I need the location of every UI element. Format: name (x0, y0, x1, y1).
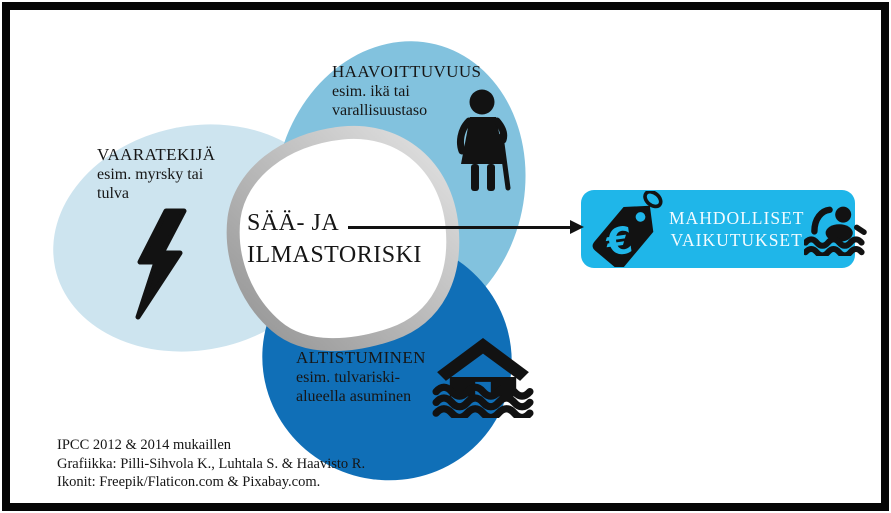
center-title-line-1: SÄÄ- JA (247, 210, 340, 236)
diagram-stage: VAARATEKIJÄ esim. myrsky tai tulva HAAVO… (10, 10, 881, 510)
vulnerability-desc-1: esim. ikä tai (332, 83, 410, 100)
impacts-box: € MAHDOLLISET VAIKUTUKSET (581, 190, 868, 268)
exposure-label: ALTISTUMINEN esim. tulvariski- alueella … (296, 348, 426, 406)
credit-graphics: Grafiikka: Pilli-Sihvola K., Luhtala S. … (57, 455, 366, 472)
credit-icons: Ikonit: Freepik/Flaticon.com & Pixabay.c… (57, 474, 321, 490)
credit-source: IPCC 2012 & 2014 mukaillen (57, 437, 231, 453)
vulnerability-title: HAAVOITTUVUUS (332, 62, 482, 81)
vulnerability-label: HAAVOITTUVUUS esim. ikä tai varallisuust… (332, 62, 481, 120)
center-blob (226, 125, 460, 352)
hazard-title: VAARATEKIJÄ (97, 145, 216, 164)
impacts-line-1: MAHDOLLISET (669, 208, 805, 228)
arrow-shaft (348, 226, 574, 229)
exposure-desc-1: esim. tulvariski- (296, 369, 400, 386)
hazard-label: VAARATEKIJÄ esim. myrsky tai tulva (97, 145, 215, 203)
lightning-bolt-icon (135, 208, 187, 320)
euro-price-tag-icon: € (592, 191, 663, 267)
impacts-line-2: VAIKUTUKSET (670, 230, 803, 250)
vulnerability-desc-2: varallisuustaso (332, 102, 428, 119)
impacts-text: MAHDOLLISET VAIKUTUKSET (669, 207, 804, 251)
hazard-desc-1: esim. myrsky tai (97, 166, 204, 183)
elderly-person-icon (457, 89, 511, 191)
arrowhead-icon (570, 220, 584, 234)
exposure-title: ALTISTUMINEN (296, 348, 426, 367)
center-title: SÄÄ- JA ILMASTORISKI (247, 207, 422, 271)
euro-symbol: € (603, 217, 636, 264)
center-title-line-2: ILMASTORISKI (247, 242, 422, 268)
drowning-person-icon (804, 206, 868, 256)
exposure-desc-2: alueella asuminen (296, 388, 412, 405)
flooded-house-icon (432, 337, 534, 418)
hazard-desc-2: tulva (97, 185, 129, 202)
credits: IPCC 2012 & 2014 mukaillen Grafiikka: Pi… (57, 436, 365, 492)
